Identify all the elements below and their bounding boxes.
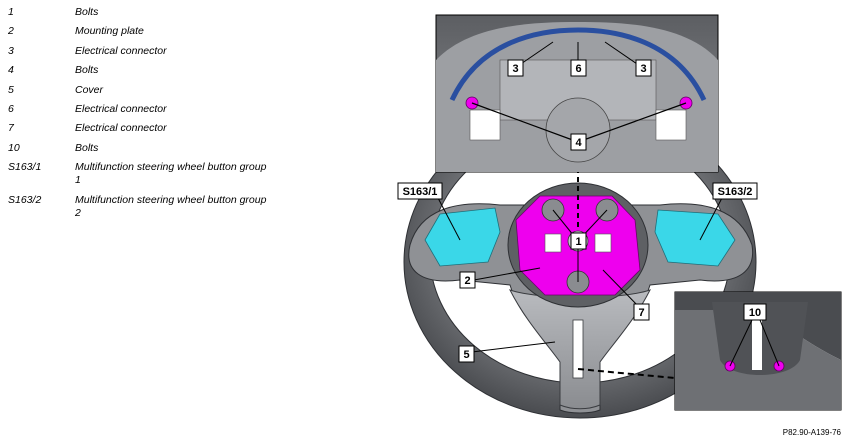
button-group-s163-1 — [424, 207, 501, 267]
button-group-s163-2 — [654, 209, 736, 267]
legend-text: Multifunction steering wheel button grou… — [75, 193, 267, 219]
legend-text: Electrical connector — [75, 122, 167, 135]
callout-4: 4 — [575, 137, 582, 149]
legend-text: Electrical connector — [75, 102, 167, 115]
legend-row: 2 Mounting plate — [8, 25, 308, 38]
inset-bottom — [674, 291, 842, 411]
legend-row: 4 Bolts — [8, 64, 308, 77]
legend-key: 1 — [8, 6, 14, 18]
callout-s163-2: S163/2 — [718, 186, 753, 198]
legend-key: 4 — [8, 64, 14, 77]
legend-text: Mounting plate — [75, 25, 144, 38]
legend-key: 2 — [8, 25, 14, 38]
legend-row: 3 Electrical connector — [8, 45, 308, 58]
legend-key: 10 — [8, 141, 20, 154]
legend-text: Bolts — [75, 64, 99, 77]
legend-row: 5 Cover — [8, 84, 308, 97]
callout-2: 2 — [464, 275, 470, 287]
cover-slot — [572, 319, 584, 379]
legend-text: Bolts — [75, 6, 99, 18]
legend-key: S163/2 — [8, 193, 42, 206]
callout-10: 10 — [749, 307, 761, 319]
legend-row: 10 Bolts — [8, 142, 308, 155]
legend-key: 6 — [8, 102, 14, 115]
legend-text: Multifunction steering wheel button grou… — [75, 161, 267, 187]
figure-code: P82.90-A139-76 — [782, 428, 841, 437]
callout-6: 6 — [575, 63, 581, 75]
callout-5: 5 — [463, 349, 469, 361]
legend-row: S163/2 Multifunction steering wheel butto… — [8, 194, 268, 220]
plate-opening — [594, 233, 612, 253]
plate-opening — [544, 233, 562, 253]
legend-key: 3 — [8, 44, 14, 57]
callout-3-left: 3 — [512, 63, 518, 75]
callout-3-right: 3 — [640, 63, 646, 75]
legend-row: 6 Electrical connector — [8, 103, 308, 116]
legend-row: 1 Bolts — [8, 6, 308, 19]
legend-key: 7 — [8, 122, 14, 135]
callout-7: 7 — [638, 307, 644, 319]
callout-1: 1 — [575, 236, 581, 248]
legend-key: S163/1 — [8, 161, 42, 174]
legend-text: Bolts — [75, 141, 99, 154]
legend-text: Cover — [75, 83, 104, 96]
callout-s163-1: S163/1 — [403, 186, 438, 198]
legend-row: 7 Electrical connector — [8, 122, 308, 135]
legend-text: Electrical connector — [75, 44, 167, 57]
legend-row: S163/1 Multifunction steering wheel butto… — [8, 161, 268, 187]
legend-key: 5 — [8, 83, 14, 96]
